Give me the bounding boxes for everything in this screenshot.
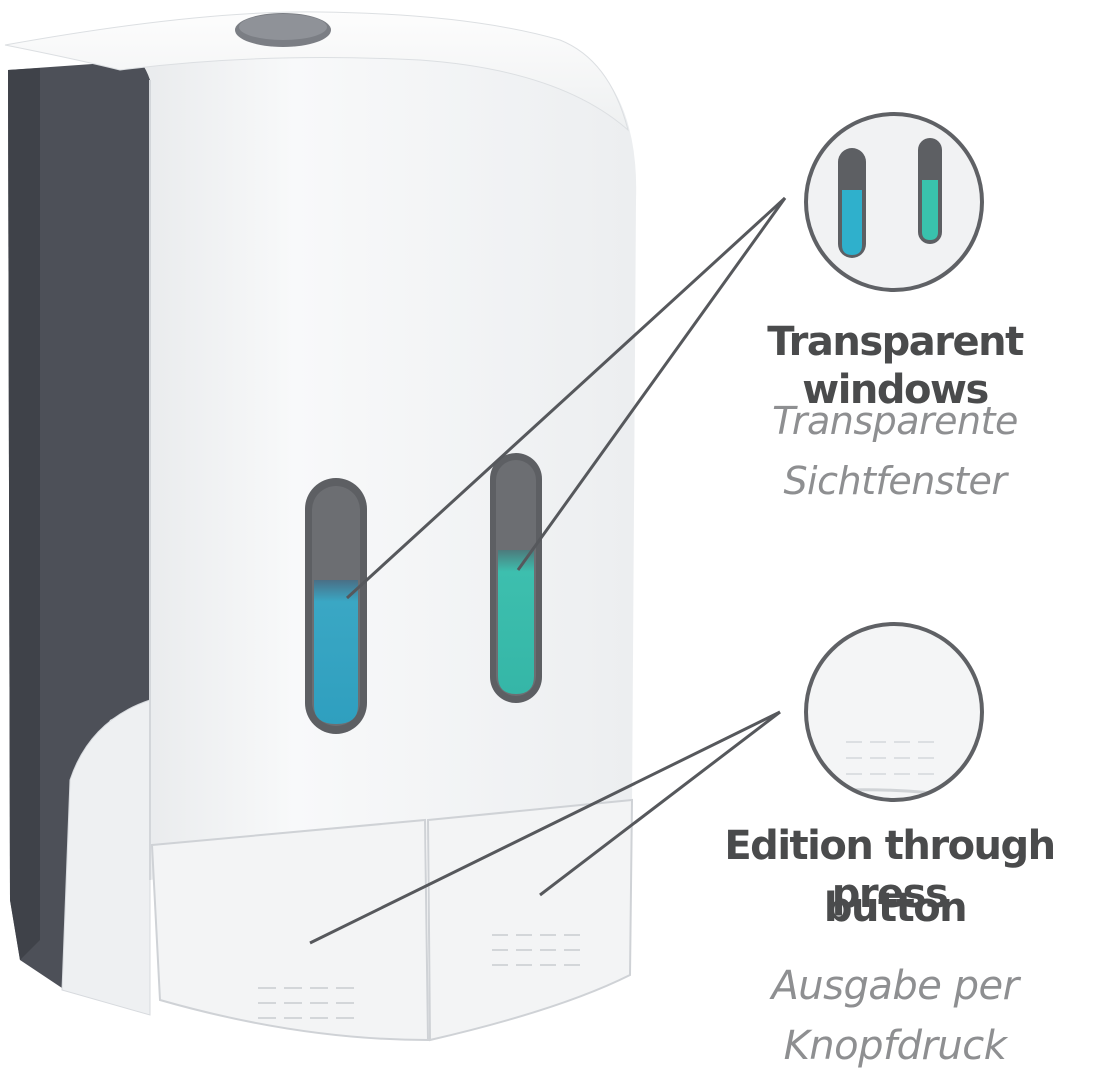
zoom-circle-button — [804, 622, 984, 802]
window-right — [490, 453, 542, 703]
back-plate-shade — [8, 68, 40, 960]
zoom-circle-windows — [804, 112, 984, 292]
button-grip-right — [492, 934, 580, 966]
back-plate — [8, 60, 150, 990]
feature-windows-title-de-2: Sichtfenster — [783, 459, 1007, 503]
feature-windows-title-en: Transparent windows — [767, 319, 1024, 413]
feature-windows-title-de-1: Transparente — [772, 399, 1018, 443]
dispenser-lid — [4, 11, 629, 132]
feature-button-title-de-1: Ausgabe per — [771, 963, 1019, 1009]
window-left — [305, 478, 367, 734]
dispenser-body — [110, 25, 637, 880]
side-flap — [61, 699, 151, 1016]
feature-button-title-de-2: Knopfdruck — [783, 1023, 1007, 1069]
press-button-left — [150, 818, 430, 1042]
feature-button-title-en-1: Edition through press — [724, 823, 1056, 917]
feature-button-title-en-2: button — [823, 885, 968, 931]
button-grip-left — [258, 987, 354, 1019]
callout-lines-button — [309, 710, 781, 945]
callout-lines-windows — [345, 196, 787, 600]
